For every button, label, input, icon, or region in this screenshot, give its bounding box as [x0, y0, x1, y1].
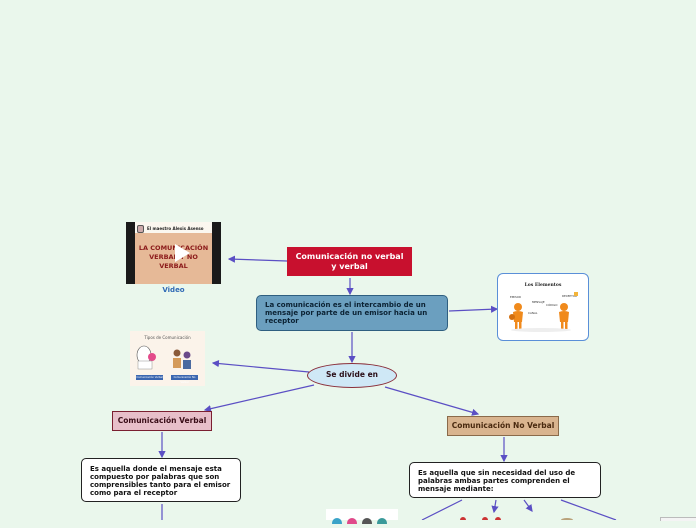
video-header: El maestro Alexis Asenso: [137, 224, 212, 233]
link-noverbal-left: [421, 499, 463, 520]
verbal-description-text: Es aquella donde el mensaje esta compues…: [90, 465, 231, 498]
video-frame: El maestro Alexis Asenso LA COMUNICACIÓN…: [135, 222, 212, 284]
elements-label-codigo: CÓDIGO: [546, 302, 558, 307]
elements-illustration: EMISOR RECEPTOR MENSAJE CÓDIGO CANAL: [509, 292, 578, 332]
link-divides-types: [211, 359, 310, 373]
elements-label-receptor: RECEPTOR: [562, 294, 577, 298]
video-channel-name: El maestro Alexis Asenso: [147, 226, 204, 231]
definition-topic[interactable]: La comunicación es el intercambio de un …: [256, 295, 448, 331]
divides-label: Se divide en: [326, 370, 378, 380]
link-divides-noverbal: [384, 386, 480, 416]
noverbal-description-text: Es aquella que sin necesidad del uso de …: [418, 469, 576, 494]
play-icon[interactable]: [175, 244, 190, 262]
central-topic[interactable]: Comunicación no verbal y verbal: [287, 247, 412, 276]
elements-label-mensaje: MENSAJE: [532, 300, 545, 304]
link-divides-verbal: [203, 384, 315, 413]
verbal-label: Comunicación Verbal: [117, 415, 207, 425]
video-thumbnail-title: LA COMUNICACIÓN VERBAL Y NO VERBAL: [138, 244, 209, 271]
types-image-title: Tipos de Comunicación: [144, 335, 191, 340]
link-title-video: [227, 255, 288, 263]
elements-image-title: Los Elementos: [524, 283, 562, 288]
partial-corner-box: [660, 517, 696, 521]
video-caption[interactable]: Video: [162, 286, 185, 294]
elements-label-canal: CANAL: [528, 311, 538, 315]
divides-topic[interactable]: Se divide en: [307, 363, 397, 388]
link-definition-elements: [448, 305, 499, 313]
partial-image-icons[interactable]: [326, 509, 398, 528]
link-noverbal-mid: [491, 499, 499, 514]
types-illustration: [136, 345, 191, 370]
elements-label-emisor: EMISOR: [510, 295, 521, 299]
definition-text: La comunicación es el intercambio de un …: [265, 301, 428, 326]
elements-image[interactable]: Los Elementos EMISOR RECEPTOR MENSAJE CÓ…: [497, 273, 589, 341]
types-button-verbal: Comunicación Verbal: [136, 375, 163, 380]
central-topic-label: Comunicación no verbal y verbal: [295, 252, 404, 271]
noverbal-description-topic[interactable]: Es aquella que sin necesidad del uso de …: [409, 462, 601, 498]
social-icons: [332, 518, 387, 528]
verbal-topic[interactable]: Comunicación Verbal: [112, 411, 212, 431]
channel-avatar: [137, 224, 144, 233]
noverbal-label: Comunicación No Verbal: [451, 420, 555, 430]
video-thumbnail[interactable]: El maestro Alexis Asenso LA COMUNICACIÓN…: [126, 222, 221, 284]
communication-types-image[interactable]: Tipos de Comunicación Comunicación Verba…: [130, 331, 205, 386]
link-noverbal-right: [523, 499, 533, 512]
types-button-noverbal: Comunicación No Verbal: [171, 375, 198, 384]
verbal-description-topic[interactable]: Es aquella donde el mensaje esta compues…: [81, 458, 241, 502]
noverbal-topic[interactable]: Comunicación No Verbal: [447, 416, 559, 436]
link-noverbal-far: [560, 499, 617, 520]
